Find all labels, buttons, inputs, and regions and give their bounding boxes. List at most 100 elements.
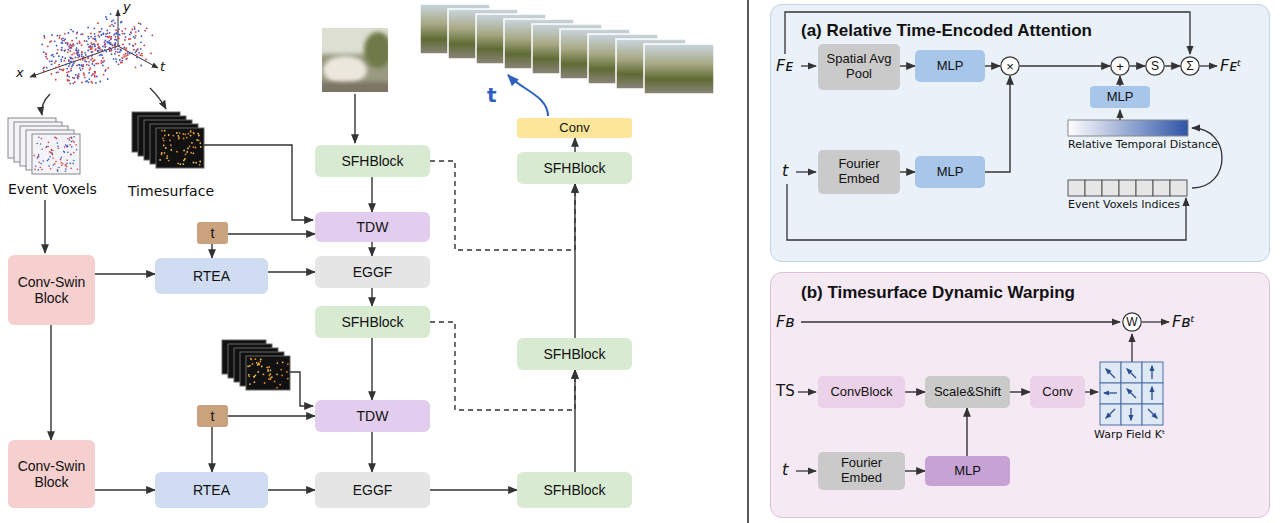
warp-cell (1100, 404, 1121, 425)
event-point (58, 167, 60, 169)
mlp-box: MLP (1090, 86, 1150, 108)
event-point (40, 143, 42, 145)
event-point (38, 156, 40, 158)
event-point (131, 52, 133, 54)
event-point (61, 49, 63, 51)
event-point (70, 44, 72, 46)
event-point (91, 58, 93, 60)
event-point (184, 133, 186, 135)
event-point (50, 168, 52, 170)
event-point (107, 32, 109, 34)
event-point (51, 55, 53, 57)
event-point (77, 168, 79, 170)
event-point (67, 138, 69, 140)
event-point (71, 54, 73, 56)
event-point (55, 60, 57, 62)
event-point (111, 50, 113, 52)
index-bar (1068, 180, 1187, 196)
event-point (109, 50, 111, 52)
event-point (114, 53, 116, 55)
event-point (70, 70, 72, 72)
event-point (34, 169, 36, 171)
event-point (42, 68, 44, 70)
index-cell (1085, 180, 1102, 196)
event-point (77, 43, 79, 45)
event-point (66, 159, 68, 161)
event-point (70, 29, 72, 31)
event-point (117, 48, 119, 50)
event-point (37, 143, 39, 145)
event-point (58, 55, 60, 57)
event-point (76, 149, 78, 151)
event-point (70, 68, 72, 70)
event-point (84, 52, 86, 54)
event-point (118, 28, 120, 30)
event-point (150, 53, 152, 55)
circle-outline (1111, 57, 1129, 75)
event-point (56, 72, 58, 74)
event-point (46, 146, 48, 148)
output-arrow (508, 75, 548, 116)
event-point (84, 77, 86, 79)
event-point (83, 56, 85, 58)
mlp-box: MLP (915, 50, 985, 82)
event-point (124, 47, 126, 49)
event-point (191, 142, 193, 144)
connector (1010, 391, 1030, 392)
scale-shift-box: Scale&Shift (925, 376, 1010, 408)
event-point (70, 47, 72, 49)
node-label: TDW (357, 408, 389, 424)
event-point (125, 55, 127, 57)
node-label: SFHBlock (341, 153, 403, 169)
event-point (73, 77, 75, 79)
event-point (82, 59, 84, 61)
event-point (261, 366, 263, 368)
event-point (69, 63, 71, 65)
connector (985, 65, 1000, 66)
event-point (127, 54, 129, 56)
timesurface-points (247, 358, 289, 389)
event-point (88, 64, 90, 66)
module-panel: (b) Timesurface Dynamic WarpingWConvBloc… (770, 272, 1270, 518)
event-point (257, 371, 259, 373)
event-point (64, 38, 66, 40)
event-point (176, 151, 178, 153)
node-label: RTEA (193, 268, 230, 284)
event-point (91, 63, 93, 65)
event-point (61, 47, 63, 49)
node-label: TDW (357, 219, 389, 235)
warp-vector (1151, 366, 1152, 379)
node-label: SFHBlock (543, 160, 605, 176)
event-point (114, 22, 116, 24)
event-point (277, 362, 279, 364)
node-label: MLP (937, 165, 964, 180)
eggf-module: EGGF (315, 472, 430, 508)
event-point (186, 151, 188, 153)
event-point (64, 33, 66, 35)
event-point (99, 54, 101, 56)
event-point (81, 65, 83, 67)
warp-cell (1121, 383, 1142, 404)
event-point (115, 61, 117, 63)
event-point (140, 65, 142, 67)
event-point (195, 162, 197, 164)
event-point (64, 49, 66, 51)
event-point (90, 42, 92, 44)
warp-cell (1142, 362, 1163, 383)
event-point (49, 151, 51, 153)
event-point (68, 71, 70, 73)
connector (371, 432, 372, 472)
event-point (68, 76, 70, 78)
connector (371, 338, 372, 400)
event-point (105, 46, 107, 48)
event-point (97, 63, 99, 65)
event-point (144, 30, 146, 32)
event-point (199, 142, 201, 144)
connector (574, 138, 575, 152)
event-point (117, 37, 119, 39)
event-point (199, 161, 201, 163)
event-point (48, 142, 50, 144)
event-point (135, 66, 137, 68)
event-point (76, 65, 78, 67)
event-point (66, 68, 68, 70)
